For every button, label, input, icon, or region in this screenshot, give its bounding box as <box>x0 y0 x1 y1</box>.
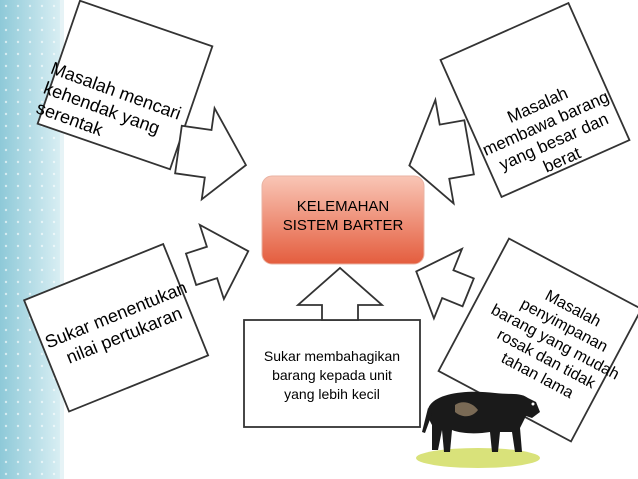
arrow-left-icon <box>415 247 475 321</box>
cow-icon <box>416 391 540 468</box>
bottom-center-box <box>243 319 421 428</box>
callout-top-left <box>36 0 214 171</box>
arrow-right-icon <box>174 105 248 202</box>
center-node <box>261 175 425 265</box>
arrow-left-icon <box>408 96 475 206</box>
callout-bottom-center-text: Sukar membahagikan barang kepada unit ya… <box>263 348 401 402</box>
arrow-right-icon <box>184 223 250 302</box>
center-title: KELEMAHAN SISTEM BARTER <box>282 198 404 234</box>
callout-top-right <box>439 1 631 199</box>
decorative-sidebar <box>0 0 64 479</box>
arrow-up-icon <box>295 266 385 321</box>
callout-middle-left <box>22 242 210 413</box>
